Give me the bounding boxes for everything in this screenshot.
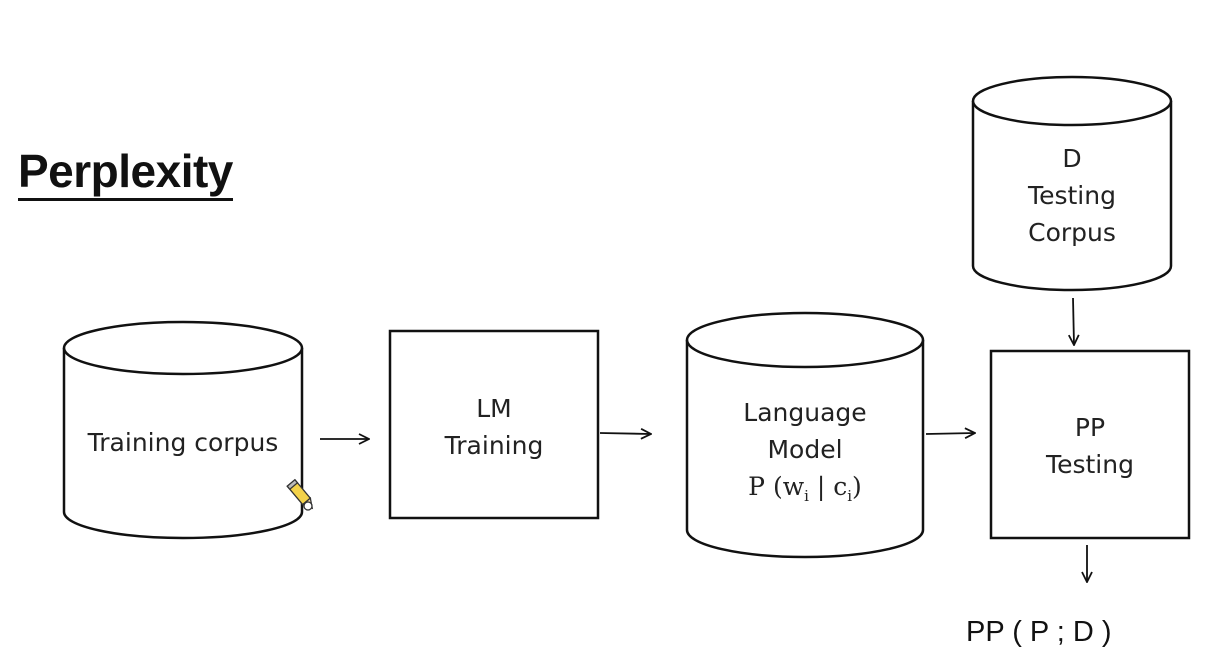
perplexity-result: PP ( P ; D ) bbox=[966, 616, 1112, 648]
arrow-model-to-testing bbox=[925, 433, 975, 434]
training-corpus-cylinder bbox=[62, 320, 304, 540]
lm-training-line-1: LM bbox=[476, 394, 512, 423]
pp-testing-line-2: Testing bbox=[1046, 450, 1134, 479]
testing-corpus-line-1: D bbox=[1062, 144, 1082, 173]
testing-corpus-line-2: Testing bbox=[1028, 181, 1116, 210]
pencil-icon bbox=[286, 478, 314, 511]
testing-corpus-cylinder bbox=[971, 75, 1173, 292]
language-model-cylinder bbox=[685, 311, 925, 559]
diagram-title: Perplexity bbox=[18, 148, 233, 201]
testing-corpus-line-3: Corpus bbox=[1028, 218, 1116, 247]
pp-testing-line-1: PP bbox=[1074, 413, 1106, 442]
lm-training-label: LM Training bbox=[390, 390, 598, 464]
language-model-label: Language Model P (wi | ci) bbox=[687, 394, 923, 515]
lm-training-line-2: Training bbox=[444, 431, 544, 460]
arrow-testcorpus-to-testing bbox=[1073, 297, 1074, 345]
arrow-training-to-model bbox=[599, 433, 651, 434]
language-model-formula: P (wi | ci) bbox=[748, 472, 862, 505]
pp-testing-box bbox=[989, 349, 1191, 540]
lm-training-box bbox=[388, 329, 600, 520]
language-model-line-1: Language bbox=[743, 398, 867, 427]
language-model-line-2: Model bbox=[767, 435, 843, 464]
testing-corpus-label: D Testing Corpus bbox=[973, 140, 1171, 251]
pp-testing-label: PP Testing bbox=[991, 409, 1189, 483]
training-corpus-label: Training corpus bbox=[87, 428, 279, 457]
